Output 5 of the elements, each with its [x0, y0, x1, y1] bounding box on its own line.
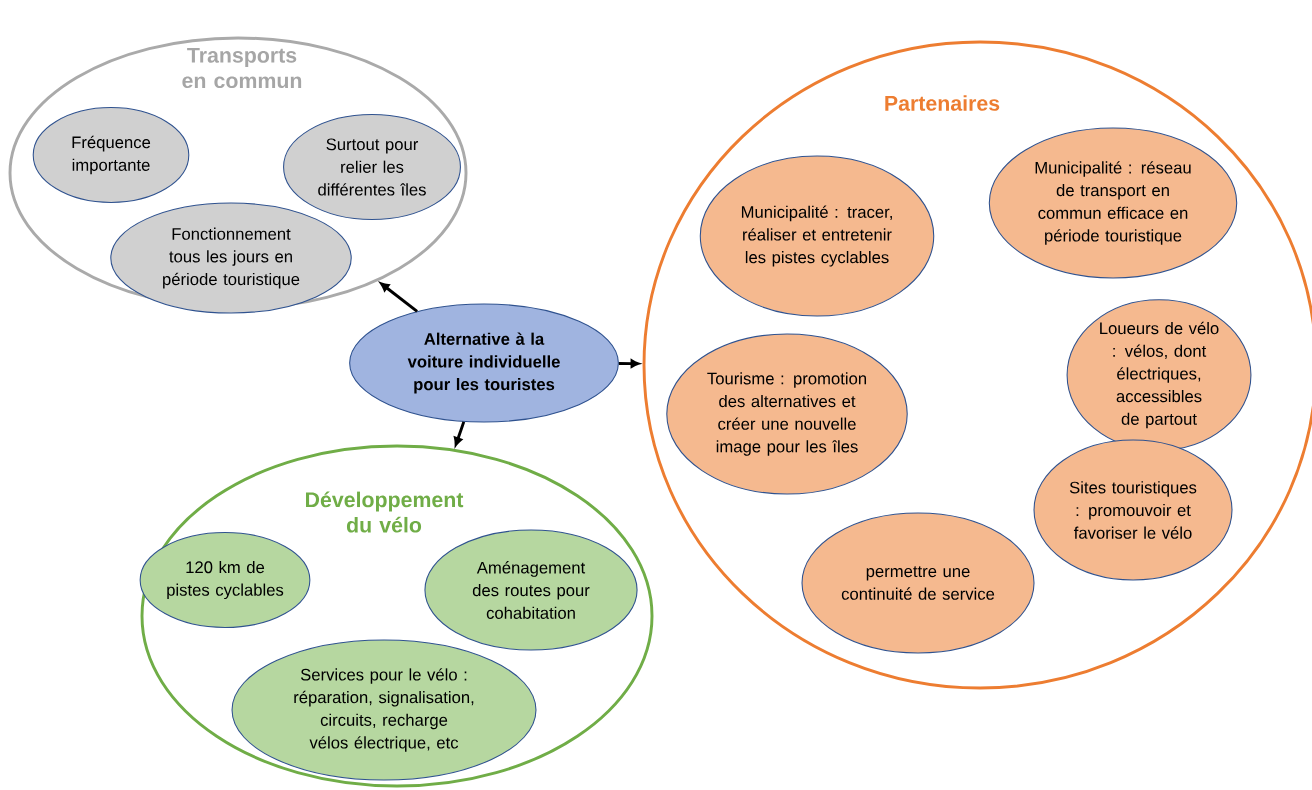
arrow — [453, 421, 466, 447]
arrow — [618, 359, 640, 368]
group-heading: Partenaires — [885, 95, 1000, 111]
group-heading: Transports en commun — [182, 47, 302, 89]
arrow — [380, 282, 418, 313]
